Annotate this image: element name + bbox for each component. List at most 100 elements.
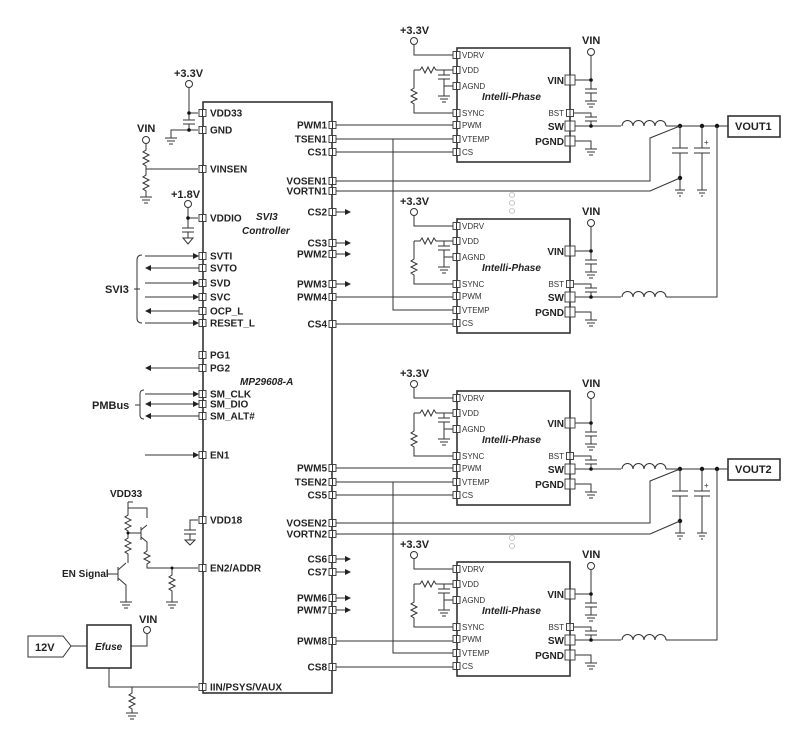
phase-left-pin-label: VTEMP xyxy=(462,649,490,658)
svg-text:+: + xyxy=(704,138,709,147)
phase-left-pin-label: VDD xyxy=(462,237,479,246)
vout-label: VOUT1 xyxy=(735,121,772,133)
intelli-phase-label: Intelli-Phase xyxy=(482,263,541,274)
phase-right-pin-label: BST xyxy=(548,109,564,118)
ctrl-right-pin-label: PWM7 xyxy=(297,606,327,617)
vin-terminal-icon xyxy=(587,219,595,227)
intelli-phase-1: Intelli-PhaseVDRVVDDAGNDSYNCPWMVTEMPCSVI… xyxy=(400,25,667,163)
svi3-group-label: SVI3 xyxy=(105,284,129,296)
pmbus-group-label: PMBus xyxy=(92,400,129,412)
ctrl-left-pin-label: SVTO xyxy=(210,264,237,275)
ctrl-left-pin-label: SVD xyxy=(210,279,231,290)
en2-circuit: VDD33 EN Signal xyxy=(62,489,198,609)
vout-box xyxy=(727,115,781,138)
output-stages: +VOUT1+VOUT2 xyxy=(336,115,781,668)
ctrl-right-pin-label: CS8 xyxy=(308,663,328,674)
svi3-bracket xyxy=(134,254,143,324)
ctrl-left-pin-label: SM_DIO xyxy=(210,400,249,411)
controller-title-line2: Controller xyxy=(242,226,291,237)
phase-left-pin-label: VDD xyxy=(462,66,479,75)
intelli-phase-label: Intelli-Phase xyxy=(482,435,541,446)
ctrl-left-pin-label: SM_CLK xyxy=(210,390,252,401)
vin-terminal-icon xyxy=(142,136,150,144)
vout-box xyxy=(727,458,781,481)
phase-left-pin-label: VDD xyxy=(462,409,479,418)
inductor-icon xyxy=(621,463,667,470)
ctrl-right-pin-label: CS6 xyxy=(308,555,328,566)
phase-right-pin-label: VIN xyxy=(547,419,564,430)
ctrl-left-pin-label: GND xyxy=(210,126,232,137)
v33-terminal-icon xyxy=(410,208,418,216)
phase-left-pin-label: CS xyxy=(462,491,473,500)
ctrl-left-pin-label: SVC xyxy=(210,293,231,304)
ctrl-right-pin-label: PWM4 xyxy=(297,293,327,304)
vin-label-phase: VIN xyxy=(582,549,600,561)
vin-label-phase: VIN xyxy=(582,206,600,218)
inductor-icon xyxy=(621,291,667,298)
ctrl-left-pin-label: EN2/ADDR xyxy=(210,564,262,575)
ctrl-right-pin-label: PWM3 xyxy=(297,280,327,291)
ctrl-right-pin-label: TSEN1 xyxy=(295,135,328,146)
ctrl-right-pin-label: VORTN1 xyxy=(286,187,327,198)
vdd33-label-en: VDD33 xyxy=(110,489,143,500)
phase-left-pin-label: SYNC xyxy=(462,109,484,118)
phase-left-pin-label: VTEMP xyxy=(462,478,490,487)
intelli-phase-label: Intelli-Phase xyxy=(482,92,541,103)
efuse-label: Efuse xyxy=(95,642,123,653)
v12-connector xyxy=(27,635,72,658)
ctrl-right-pin-label: CS1 xyxy=(308,148,328,159)
ctrl-right-pin-label: PWM6 xyxy=(297,594,327,605)
ctrl-right-pin-label: VOSEN1 xyxy=(286,177,327,188)
vdd18-cap xyxy=(183,519,198,546)
phase-right-pin-label: BST xyxy=(548,623,564,632)
vin-label-ctrl: VIN xyxy=(137,123,155,135)
phase-left-pin-label: SYNC xyxy=(462,280,484,289)
phase-left-pin-label: PWM xyxy=(462,635,482,644)
ctrl-left-pin-label: RESET_L xyxy=(210,319,255,330)
ctrl-left-pin-label: SVTI xyxy=(210,252,232,263)
vin-terminal-icon xyxy=(587,48,595,56)
v33-terminal-icon xyxy=(410,380,418,388)
ctrl-right-pin-label: PWM8 xyxy=(297,637,327,648)
v33-label-phase: +3.3V xyxy=(400,368,430,380)
phase-left-pin-label: VDRV xyxy=(462,394,485,403)
intelli-phase-label: Intelli-Phase xyxy=(482,606,541,617)
v18-label: +1.8V xyxy=(171,189,201,201)
phase-right-pin-label: PGND xyxy=(535,480,564,491)
v33-label: +3.3V xyxy=(174,68,204,80)
v33-label-phase: +3.3V xyxy=(400,25,430,37)
phase-left-pin-label: PWM xyxy=(462,464,482,473)
phase-left-pin-label: AGND xyxy=(462,82,485,91)
v33-terminal-icon xyxy=(185,80,193,88)
vdd33-supply: +3.3V xyxy=(165,68,204,145)
phase-right-pin-label: PGND xyxy=(535,308,564,319)
phase-right-pin-label: PGND xyxy=(535,137,564,148)
phase-left-pin-label: VTEMP xyxy=(462,306,490,315)
ctrl-left-pin-label: VDD18 xyxy=(210,516,243,527)
ctrl-left-pin-label: VINSEN xyxy=(210,165,247,176)
phase-left-pin-label: VDRV xyxy=(462,565,485,574)
ctrl-right-pin-label: VORTN2 xyxy=(286,530,327,541)
ctrl-left-pin-label: IIN/PSYS/VAUX xyxy=(210,683,282,694)
vin-divider: VIN xyxy=(137,123,198,204)
efuse-circuit: 12V Efuse VIN xyxy=(27,614,198,720)
ctrl-left-pin-label: OCP_L xyxy=(210,307,243,318)
phase-right-pin-label: VIN xyxy=(547,247,564,258)
vin-label-efuse: VIN xyxy=(139,614,157,626)
vout-label: VOUT2 xyxy=(735,464,772,476)
controller-part-number: MP29608-A xyxy=(240,377,293,388)
v33-terminal-icon xyxy=(410,551,418,559)
pmbus-bracket xyxy=(135,389,145,420)
vddio-supply: +1.8V xyxy=(171,189,201,245)
intelli-phase-2: Intelli-PhaseVDRVVDDAGNDSYNCPWMVTEMPCSVI… xyxy=(400,196,667,334)
ctrl-right-pin-label: TSEN2 xyxy=(295,478,328,489)
intelli-phase-stages: Intelli-PhaseVDRVVDDAGNDSYNCPWMVTEMPCSVI… xyxy=(400,25,667,677)
signal-arrows xyxy=(145,209,351,613)
phase-left-pin-label: SYNC xyxy=(462,623,484,632)
phase-left-pin-label: CS xyxy=(462,662,473,671)
v33-label-phase: +3.3V xyxy=(400,539,430,551)
vin-label-phase: VIN xyxy=(582,35,600,47)
phase-left-pin-label: CS xyxy=(462,148,473,157)
inductor-icon xyxy=(621,120,667,127)
